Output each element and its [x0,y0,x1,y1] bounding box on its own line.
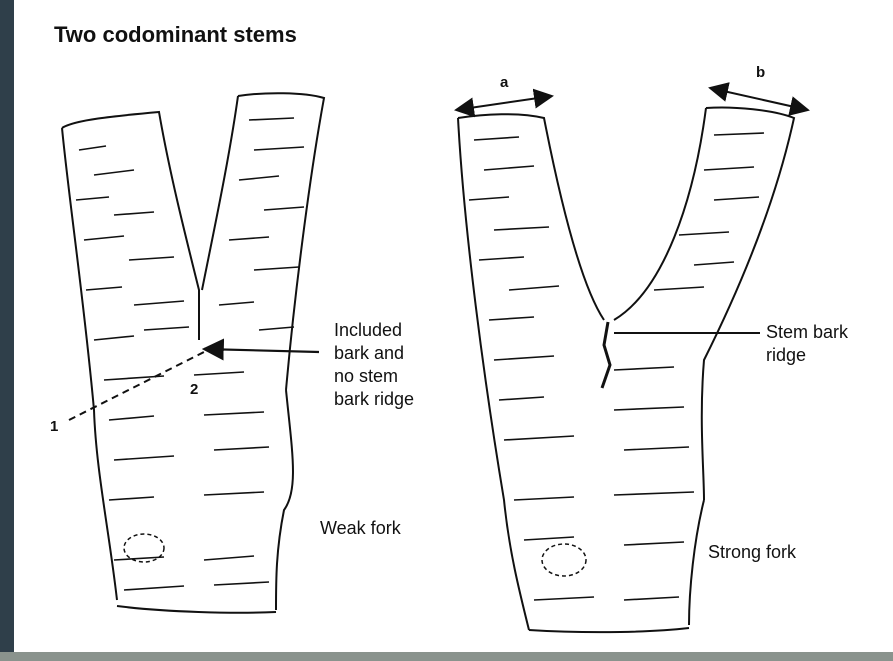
weak-fork-caption: Weak fork [320,516,401,540]
strong-fork-caption: Strong fork [708,540,796,564]
strong-fork-bark-texture [469,133,764,600]
diagram-canvas: Two codominant stems [14,0,893,652]
included-bark-label-line4: bark ridge [334,387,414,411]
left-frame-edge [0,0,14,661]
stem-bark-ridge-label-line2: ridge [766,343,806,367]
dimension-a-label: a [500,74,508,91]
marker-2: 2 [190,381,198,398]
included-bark-arrow [204,349,319,352]
included-bark-label-line1: Included [334,318,402,342]
weak-fork-bark-texture [76,118,304,590]
stem-bark-ridge [602,322,610,388]
weak-fork-trunk [62,93,324,613]
bottom-frame-strip [0,652,893,661]
dimension-a-arrow [456,96,552,110]
strong-fork-knot [542,544,586,576]
marker-1: 1 [50,418,58,435]
included-bark-label-line3: no stem [334,364,398,388]
included-bark-label-line2: bark and [334,341,404,365]
stem-bark-ridge-label-line1: Stem bark [766,320,848,344]
dimension-b-label: b [756,64,765,81]
